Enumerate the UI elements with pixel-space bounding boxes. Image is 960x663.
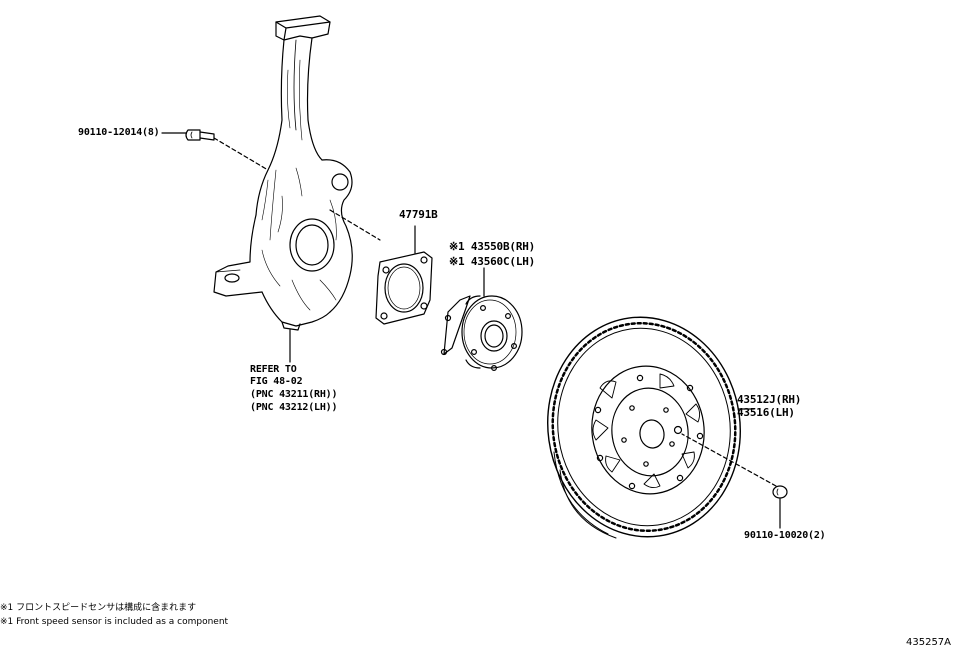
part-label-rotor-lh[interactable]: 43516(LH) xyxy=(737,406,795,419)
part-label-rotor-rh[interactable]: 43512J(RH) xyxy=(737,393,802,406)
part-label-gasket[interactable]: 47791B xyxy=(399,208,438,221)
refer-pnc-rh[interactable]: (PNC 43211(RH)) xyxy=(250,389,338,400)
gasket-leader xyxy=(329,209,381,241)
footnote-japanese: ※1 フロントスピードセンサは構成に含まれます xyxy=(0,603,197,613)
dust-gasket xyxy=(375,251,433,325)
part-label-hub-lh[interactable]: ※1 43560C(LH) xyxy=(449,255,536,268)
steering-knuckle xyxy=(213,15,353,331)
bolt-leader xyxy=(213,137,269,171)
brake-disc-rotor xyxy=(547,316,741,539)
refer-line-1: REFER TO xyxy=(250,364,297,375)
refer-figure-link[interactable]: FIG 48-02 xyxy=(250,376,303,387)
hub-bearing xyxy=(440,295,523,372)
screw-leader xyxy=(681,433,777,487)
part-label-hub-rh[interactable]: ※1 43550B(RH) xyxy=(449,240,536,253)
illustration-id: 435257A xyxy=(906,637,952,648)
footnote-english: ※1 Front speed sensor is included as a c… xyxy=(0,617,229,627)
knuckle-bolt xyxy=(185,129,215,141)
part-label-knuckle-bolt[interactable]: 90110-12014(8) xyxy=(78,127,160,138)
refer-pnc-lh[interactable]: (PNC 43212(LH)) xyxy=(250,402,338,413)
part-label-set-screw[interactable]: 90110-10020(2) xyxy=(744,530,826,541)
rotor-set-screw xyxy=(772,485,788,499)
